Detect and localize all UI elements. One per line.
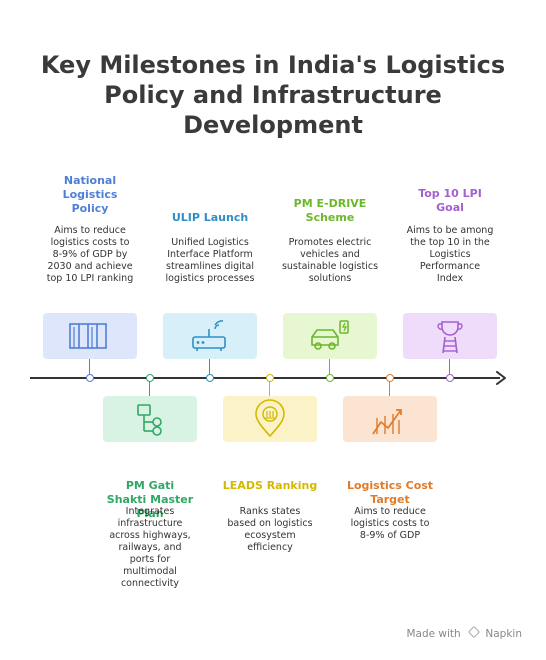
flowchart-icon: [137, 404, 162, 436]
milestone-icon-box: [163, 313, 257, 359]
milestone-description-line: 2030 and achieve: [47, 261, 133, 272]
milestone-heading-line: National: [63, 174, 117, 187]
milestone-description-line: Aims to reduce: [354, 506, 426, 517]
timeline-marker: [85, 373, 94, 382]
milestone-icon-box: [343, 396, 437, 442]
title-line-3: Development: [183, 111, 363, 139]
milestone-connector: [209, 359, 211, 378]
milestone-description-line: Promotes electric: [288, 237, 372, 248]
timeline-marker: [205, 373, 214, 382]
milestone-heading: ULIP Launch: [150, 211, 270, 225]
milestone-description-line: logistics costs to: [350, 518, 430, 529]
milestone-description-line: railways, and: [118, 542, 182, 553]
milestone-icon-box: [403, 313, 497, 359]
milestone-connector: [149, 378, 151, 396]
napkin-logo-icon: [468, 626, 480, 638]
milestone-description-line: top 10 LPI ranking: [46, 273, 134, 284]
trophy-ladder-icon: [437, 321, 463, 354]
milestone-description-line: vehicles and: [300, 249, 360, 260]
timeline-axis: [30, 377, 500, 379]
timeline-marker: [445, 373, 454, 382]
location-pin-icon: [255, 399, 285, 438]
timeline-arrowhead: [496, 371, 506, 385]
milestone-heading-line: Top 10 LPI: [418, 187, 482, 200]
milestone-description-line: ports for: [129, 554, 171, 565]
electric-car-icon: [311, 320, 349, 350]
milestone-description-line: efficiency: [247, 542, 293, 553]
milestone-connector: [89, 359, 91, 378]
milestone-icon-box: [223, 396, 317, 442]
milestone-description-line: the top 10 in the: [410, 237, 490, 248]
milestone-description-line: Interface Platform: [167, 249, 253, 260]
milestone-icon-box: [43, 313, 137, 359]
milestone-heading-line: Plan: [136, 507, 164, 520]
milestone-connector: [389, 378, 391, 396]
timeline-marker: [145, 373, 154, 382]
milestone-description-line: Performance: [419, 261, 481, 272]
milestone-heading-line: ULIP Launch: [171, 211, 249, 224]
footer-credit: Made with Napkin: [406, 626, 522, 640]
milestone-heading-line: Target: [370, 493, 410, 506]
milestone-icon-box: [283, 313, 377, 359]
milestone-description-line: Unified Logistics: [171, 237, 249, 248]
milestone-description-line: Aims to reduce: [54, 225, 126, 236]
milestone-heading: LEADS Ranking: [210, 479, 330, 493]
milestone-description-line: Index: [436, 273, 464, 284]
milestone-heading-line: Scheme: [305, 211, 355, 224]
milestone-description-line: Aims to be among: [406, 225, 494, 236]
milestone-connector: [269, 378, 271, 396]
milestone-heading-line: Logistics: [62, 188, 118, 201]
milestone-description-line: solutions: [308, 273, 352, 284]
milestone-heading-line: Shakti Master: [106, 493, 194, 506]
diagram-title: Key Milestones in India's Logistics Poli…: [20, 50, 526, 140]
milestone-description-line: across highways,: [109, 530, 191, 541]
milestone-icon-box: [103, 396, 197, 442]
milestone-description-line: connectivity: [120, 578, 180, 589]
milestone-heading-line: Logistics Cost: [346, 479, 434, 492]
timeline-marker: [265, 373, 274, 382]
milestone-description-line: sustainable logistics: [281, 261, 379, 272]
milestone-description-line: streamlines digital: [166, 261, 254, 272]
milestone-connector: [329, 359, 331, 378]
milestone-description-line: 8-9% of GDP: [359, 530, 421, 541]
milestone-heading-line: PM Gati: [125, 479, 175, 492]
milestone-description-line: Logistics: [429, 249, 471, 260]
milestone-description-line: Integrates: [125, 506, 175, 517]
milestone-description-line: 8-9% of GDP by: [52, 249, 128, 260]
building-columns-icon: [69, 323, 107, 349]
milestone-heading-line: Policy: [71, 202, 109, 215]
milestone-description-line: infrastructure: [117, 518, 183, 529]
milestone-description-line: multimodal: [123, 566, 177, 577]
milestone-connector: [449, 359, 451, 378]
milestone-heading-line: LEADS Ranking: [222, 479, 318, 492]
router-icon: [192, 320, 226, 351]
milestone-description-line: logistics processes: [165, 273, 255, 284]
target-chart-icon: [372, 409, 402, 435]
milestone-heading-line: PM E-DRIVE: [293, 197, 367, 210]
milestone-description-line: based on logistics: [227, 518, 313, 529]
footer-brand: Napkin: [485, 628, 522, 640]
title-line-2: Policy and Infrastructure: [104, 81, 442, 109]
title-line-1: Key Milestones in India's Logistics: [40, 51, 506, 79]
milestone-description-line: Ranks states: [239, 506, 301, 517]
milestone-description-line: ecosystem: [244, 530, 296, 541]
footer-text: Made with: [406, 628, 461, 640]
milestone-description-line: logistics costs to: [50, 237, 130, 248]
timeline-marker: [325, 373, 334, 382]
timeline-marker: [385, 373, 394, 382]
milestone-heading-line: Goal: [436, 201, 464, 214]
